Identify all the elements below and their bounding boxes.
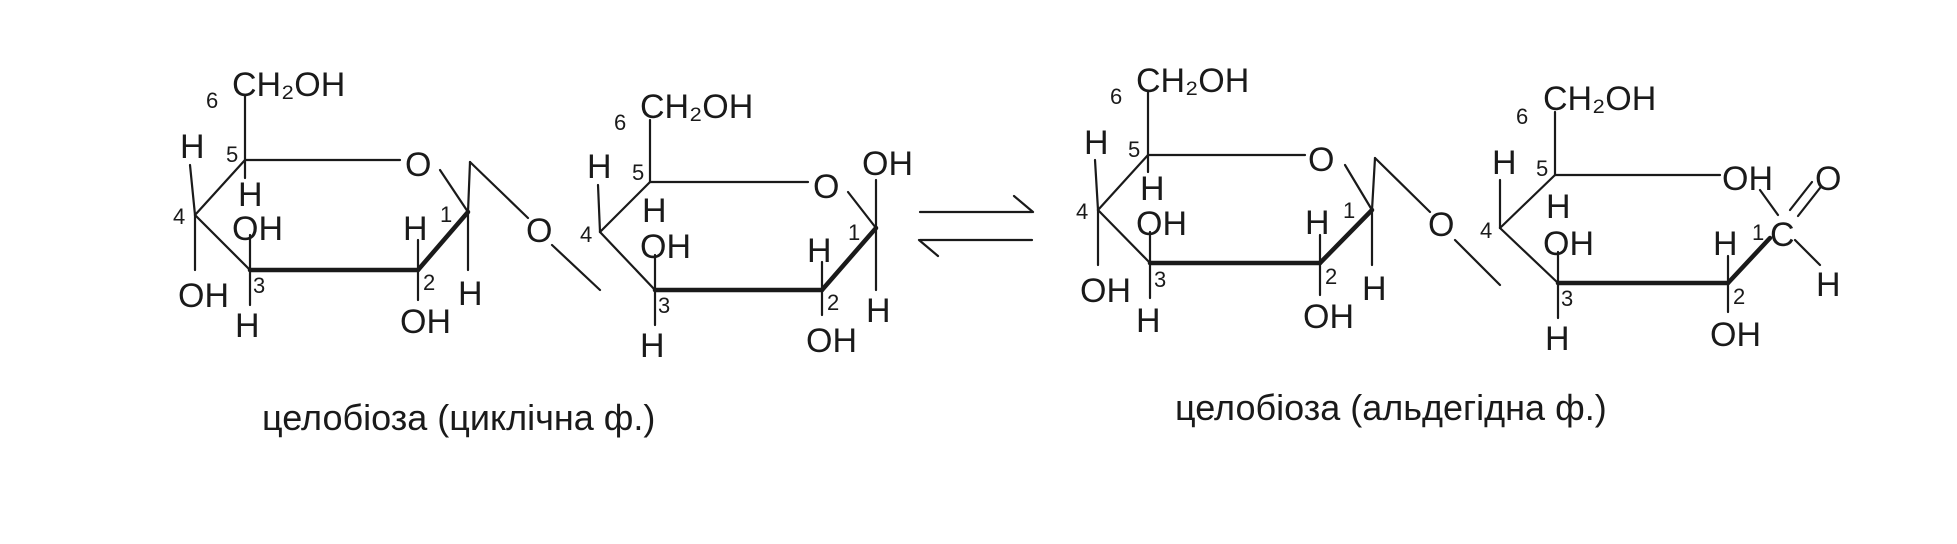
cyclic-ring2-c5: 5: [632, 160, 644, 185]
cyclic-ring1-c3-oh: OH: [232, 210, 283, 248]
cyclic-caption: целобіоза (циклічна ф.): [262, 397, 655, 438]
cyclic-ring1-bonds: [188, 93, 471, 307]
aldehyde-chain-c1: 1: [1752, 220, 1764, 245]
aldehyde-ring1-ring-oxygen: O: [1308, 141, 1334, 179]
aldehyde-chain-c5-oh: OH: [1722, 160, 1773, 198]
cyclic-bridge-oxygen: O: [526, 212, 552, 250]
cyclic-ring1-c3: 3: [253, 273, 265, 298]
aldehyde-ring1-c1: 1: [1343, 198, 1355, 223]
aldehyde-ring1-c3: 3: [1154, 267, 1166, 292]
aldehyde-ring1-ch2oh: CH₂OH: [1136, 62, 1249, 100]
aldehyde-ring1-c3-oh: OH: [1136, 205, 1187, 243]
aldehyde-ring1-c4-oh: OH: [1080, 272, 1131, 310]
aldehyde-ring1-c2-h: H: [1305, 204, 1330, 242]
cyclic-ring1-c3-h: H: [235, 307, 260, 345]
cyclic-ring2-c4: 4: [580, 222, 592, 247]
cyclic-ring2-c5-h: H: [642, 192, 667, 230]
cyclic-ring2-bonds: [596, 118, 879, 327]
aldehyde-chain-c3: 3: [1561, 286, 1573, 311]
cyclic-ring2-c2: 2: [827, 290, 839, 315]
aldehyde-chain-c3-oh: OH: [1543, 225, 1594, 263]
aldehyde-bridge-oxygen: O: [1428, 206, 1454, 244]
aldehyde-ring1-c2-oh: OH: [1303, 298, 1354, 336]
cyclic-ring2-c4-h: H: [587, 148, 612, 186]
equilibrium-arrows: [917, 194, 1035, 258]
aldehyde-chain-c1-oxygen: O: [1815, 160, 1841, 198]
cyclic-ring1-c2-oh: OH: [400, 303, 451, 341]
cyclic-ring2-c3-h: H: [640, 327, 665, 365]
cyclic-ring2-c1: 1: [848, 220, 860, 245]
cyclic-ring2-c3: 3: [658, 293, 670, 318]
aldehyde-chain-ch2oh: CH₂OH: [1543, 80, 1656, 118]
cyclic-ring1-c1-h: H: [458, 275, 483, 313]
cyclic-ring1-c1: 1: [440, 202, 452, 227]
aldehyde-ring1-c3-h: H: [1136, 302, 1161, 340]
cyclic-ring1-c2-h: H: [403, 210, 428, 248]
aldehyde-ring1-c2: 2: [1325, 264, 1337, 289]
aldehyde-chain-c5: 5: [1536, 156, 1548, 181]
cyclic-ring2-c1-h: H: [866, 292, 891, 330]
cyclic-ring1-c4: 4: [173, 204, 185, 229]
aldehyde-chain-c2-oh: OH: [1710, 316, 1761, 354]
cyclic-ring2-c2-h: H: [807, 232, 832, 270]
aldehyde-ring1-bonds: [1093, 90, 1375, 300]
aldehyde-chain-c3-h: H: [1545, 320, 1570, 358]
cyclic-ring1-c2: 2: [423, 270, 435, 295]
aldehyde-chain-c2-h: H: [1713, 225, 1738, 263]
cyclic-ring2-ring-oxygen: O: [813, 168, 839, 206]
aldehyde-caption: целобіоза (альдегідна ф.): [1175, 387, 1607, 428]
cyclic-ring1-c5-h-up: H: [180, 128, 205, 166]
aldehyde-ring1-c1-h: H: [1362, 270, 1387, 308]
aldehyde-chain-c2: 2: [1733, 284, 1745, 309]
cyclic-ring1-ch2oh: CH₂OH: [232, 66, 345, 104]
aldehyde-ring1-c4: 4: [1076, 199, 1088, 224]
cyclic-ring2-c6: 6: [614, 110, 626, 135]
cyclic-ring1-c6: 6: [206, 88, 218, 113]
cyclic-glycosidic-bond: [466, 160, 602, 292]
aldehyde-form: CH₂OH 6 O 5 H H 4 OH OH 3 H H 2 OH 1 H O…: [1076, 62, 1841, 428]
aldehyde-ring1-c5: 5: [1128, 137, 1140, 162]
aldehyde-chain-c5-h-up: H: [1492, 144, 1517, 182]
cyclic-ring2-c3-oh: OH: [640, 228, 691, 266]
aldehyde-chain-c1-carbon: C: [1770, 216, 1795, 254]
aldehyde-glycosidic-bond: [1370, 156, 1502, 287]
cyclic-ring2-c2-oh: OH: [806, 322, 857, 360]
cyclic-ring1-c5: 5: [226, 142, 238, 167]
cyclic-ring2-ch2oh: CH₂OH: [640, 88, 753, 126]
aldehyde-chain-c4: 4: [1480, 218, 1492, 243]
cyclic-ring2-c1-oh: OH: [862, 145, 913, 183]
cyclic-ring1-c5-h-down: H: [238, 176, 263, 214]
aldehyde-chain-bonds: [1498, 110, 1822, 320]
cyclic-ring1-c4-oh: OH: [178, 277, 229, 315]
aldehyde-chain-c1-h: H: [1816, 266, 1841, 304]
cyclic-form: CH₂OH 6 O 5 H H 4 OH OH 3 H H 2 OH 1 H O…: [173, 66, 913, 438]
aldehyde-chain-c5-h-down: H: [1546, 188, 1571, 226]
aldehyde-chain-c6: 6: [1516, 104, 1528, 129]
aldehyde-ring1-c5-h-up: H: [1084, 124, 1109, 162]
cyclic-ring1-ring-oxygen: O: [405, 146, 431, 184]
aldehyde-ring1-c5-h-down: H: [1140, 170, 1165, 208]
aldehyde-ring1-c6: 6: [1110, 84, 1122, 109]
